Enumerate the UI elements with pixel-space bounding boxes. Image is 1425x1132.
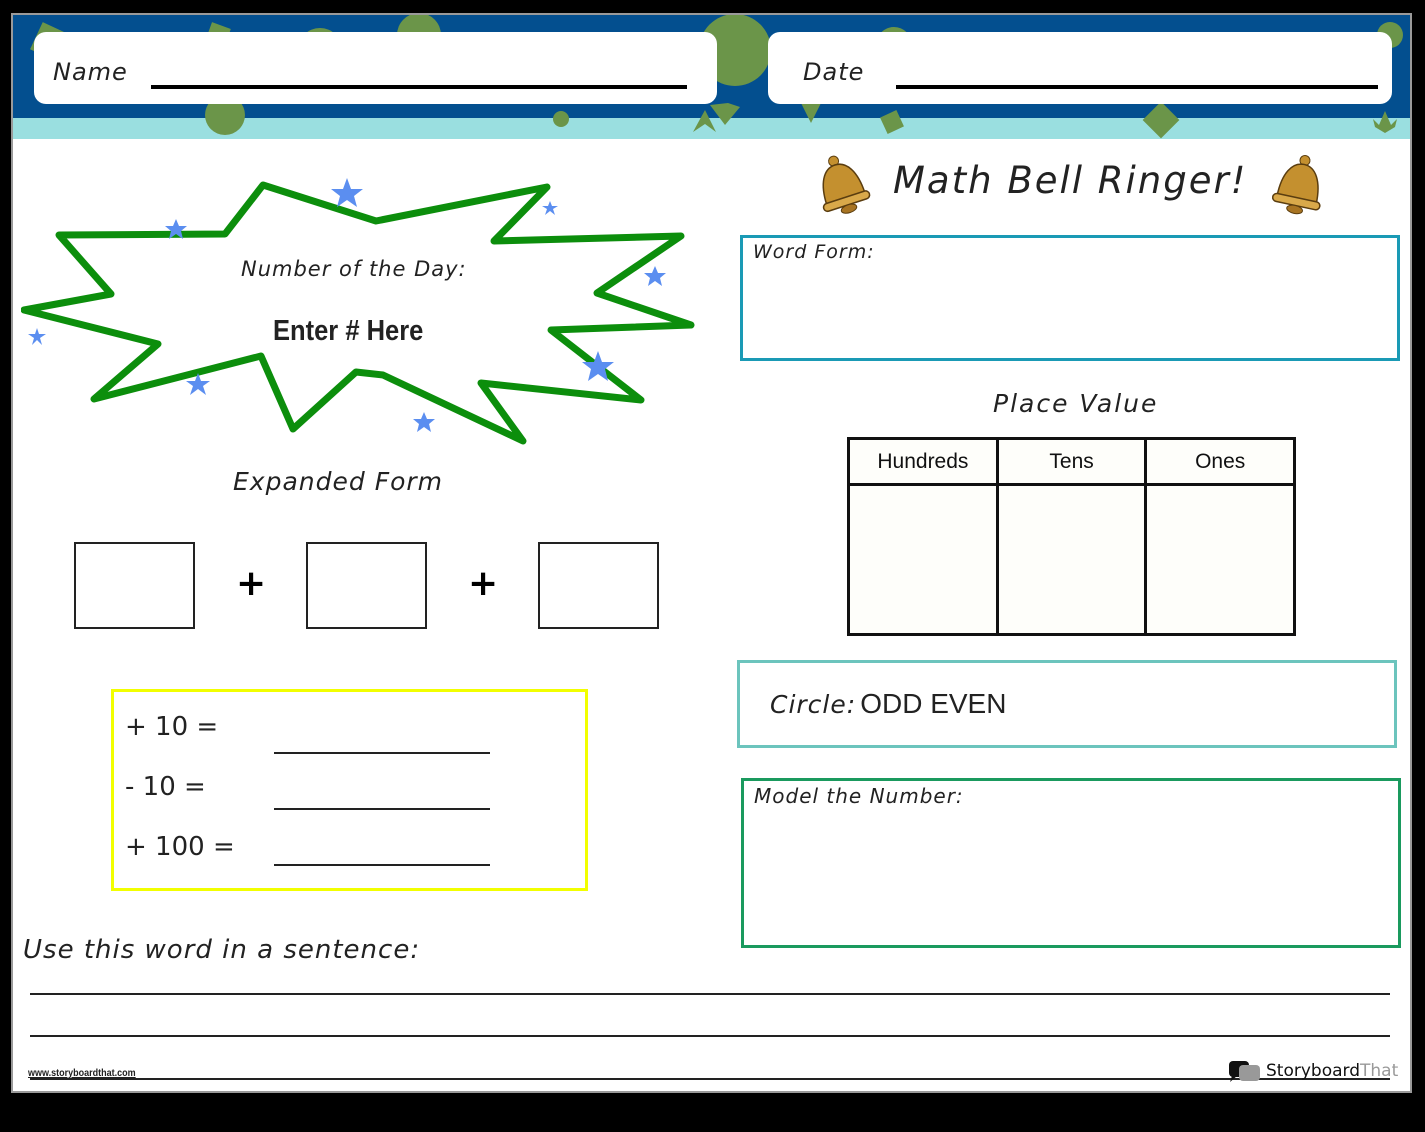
- hundreds-cell[interactable]: [847, 483, 999, 636]
- expanded-form-box-3[interactable]: [538, 542, 659, 629]
- model-number-label: Model the Number:: [754, 784, 964, 808]
- bell-icon: [1271, 155, 1321, 215]
- sentence-prompt: Use this word in a sentence:: [23, 935, 421, 965]
- footer-url[interactable]: www.storyboardthat.com: [28, 1068, 136, 1079]
- circle-label: Circle:: [770, 690, 857, 719]
- speech-bubbles-icon: [1229, 1061, 1260, 1082]
- expanded-form-title: Expanded Form: [233, 467, 443, 496]
- brand-name-light: That: [1360, 1061, 1399, 1081]
- sentence-line-2[interactable]: [30, 1035, 1390, 1037]
- header-band: Name Date: [13, 15, 1410, 139]
- model-number-box[interactable]: Model the Number:: [741, 778, 1401, 948]
- place-value-title: Place Value: [993, 389, 1159, 418]
- answer-line[interactable]: [274, 752, 490, 754]
- expanded-form-box-2[interactable]: [306, 542, 427, 629]
- worksheet-page: Name Date Math Bell Ringer!: [11, 13, 1412, 1093]
- date-field[interactable]: Date: [768, 32, 1392, 104]
- date-line: [896, 85, 1378, 89]
- name-field[interactable]: Name: [34, 32, 717, 104]
- answer-line[interactable]: [274, 808, 490, 810]
- column-header-tens: Tens: [995, 437, 1148, 486]
- plus-sign: +: [468, 563, 499, 604]
- sentence-line-1[interactable]: [30, 993, 1390, 995]
- page-title: Math Bell Ringer!: [893, 159, 1248, 202]
- starburst-shape: [21, 178, 695, 445]
- operation-minus-10-label: - 10 =: [125, 772, 206, 802]
- plus-sign: +: [236, 563, 267, 604]
- storyboardthat-logo: StoryboardThat: [1228, 1057, 1398, 1085]
- operations-box: + 10 = - 10 = + 100 =: [111, 689, 588, 891]
- place-value-table: Hundreds Tens Ones: [847, 437, 1296, 636]
- odd-even-options[interactable]: ODD EVEN: [860, 688, 1007, 719]
- name-label: Name: [53, 58, 128, 86]
- operation-plus-10-label: + 10 =: [125, 712, 219, 742]
- expanded-form-box-1[interactable]: [74, 542, 195, 629]
- operation-plus-100-label: + 100 =: [125, 832, 235, 862]
- answer-line[interactable]: [274, 864, 490, 866]
- sentence-line-3[interactable]: [30, 1078, 1390, 1080]
- tens-cell[interactable]: [995, 483, 1148, 636]
- ones-cell[interactable]: [1144, 483, 1296, 636]
- column-header-hundreds: Hundreds: [847, 437, 999, 486]
- column-header-ones: Ones: [1144, 437, 1296, 486]
- bell-icon: [822, 155, 871, 214]
- number-of-day-value[interactable]: Enter # Here: [273, 315, 424, 347]
- brand-name-dark: Storyboard: [1266, 1061, 1360, 1081]
- word-form-label: Word Form:: [753, 241, 875, 263]
- name-line: [151, 85, 687, 89]
- number-of-day-label: Number of the Day:: [241, 257, 467, 281]
- word-form-box[interactable]: Word Form:: [740, 235, 1400, 361]
- odd-even-box: Circle: ODD EVEN: [737, 660, 1397, 748]
- date-label: Date: [803, 58, 865, 86]
